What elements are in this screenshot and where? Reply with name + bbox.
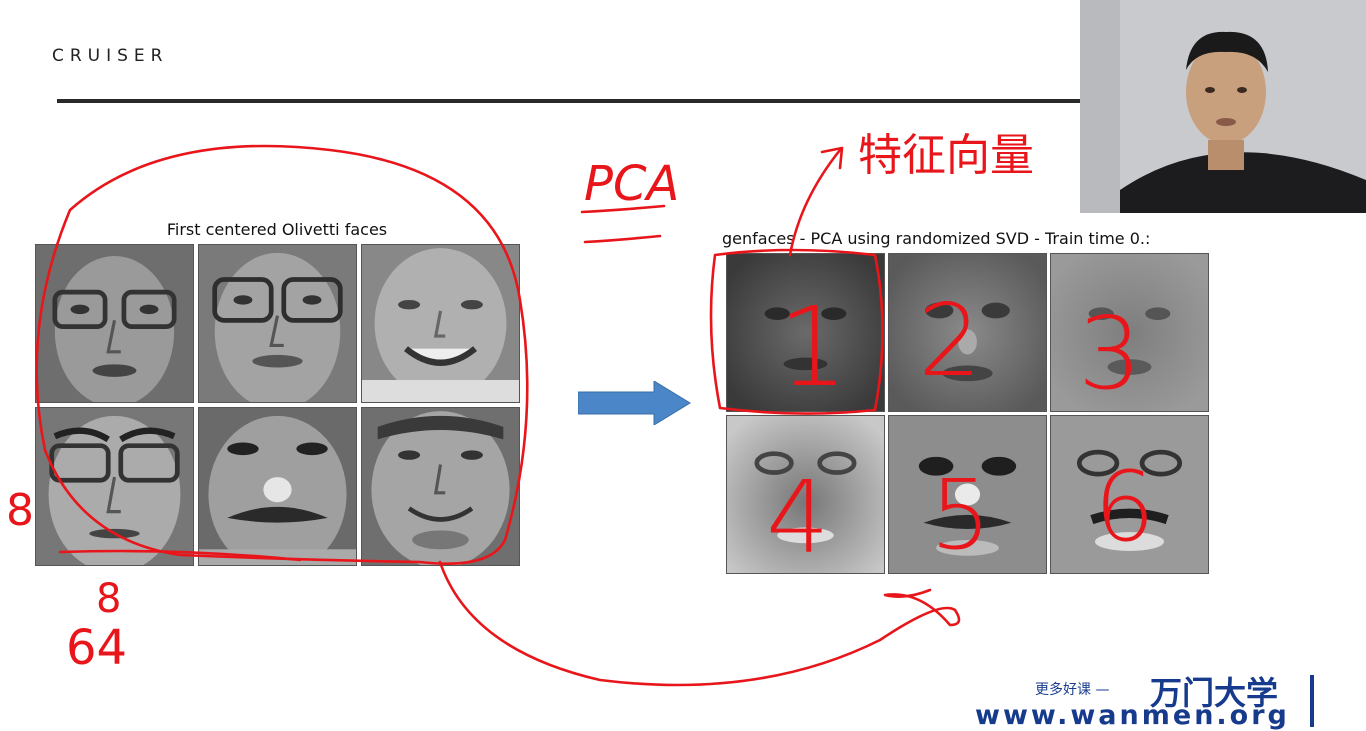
eigenface-6 [1050, 415, 1209, 574]
right-arrow-icon [578, 381, 691, 425]
pca-underline-2 [583, 234, 662, 244]
connector-curve [438, 560, 961, 687]
eigenface-3 [1050, 253, 1209, 412]
header-rule [57, 99, 1087, 103]
right-figure-title: genfaces - PCA using randomized SVD - Tr… [722, 229, 1151, 248]
pca-underline-1 [580, 204, 666, 214]
eigenvector-label: 特征向量 [858, 130, 1034, 181]
olivetti-face-1 [35, 244, 194, 403]
olivetti-face-2 [198, 244, 357, 403]
olivetti-face-3 [361, 244, 520, 403]
watermark-bar [1310, 675, 1314, 727]
olivetti-face-5 [198, 407, 357, 566]
watermark-tagline: 更多好课 — [1035, 682, 1110, 698]
eigenface-4 [726, 415, 885, 574]
eigenface-2 [888, 253, 1047, 412]
eigenface-1 [726, 253, 885, 412]
webcam-video [1080, 0, 1366, 213]
olivetti-face-6 [361, 407, 520, 566]
watermark-brand: 万门大学 [1150, 674, 1279, 712]
bottom-number-top: 8 [96, 576, 121, 622]
bottom-number-bottom: 64 [66, 620, 127, 676]
pca-label: PCA [584, 156, 679, 212]
eigenface-5 [888, 415, 1047, 574]
side-number: 8 [6, 485, 34, 536]
cruiser-logo: CRUISER [52, 46, 169, 66]
eigenvector-arrow-head [820, 146, 844, 170]
watermark-url: www.wanmen.org [975, 700, 1290, 731]
olivetti-face-4 [35, 407, 194, 566]
left-figure-title: First centered Olivetti faces [166, 220, 388, 239]
